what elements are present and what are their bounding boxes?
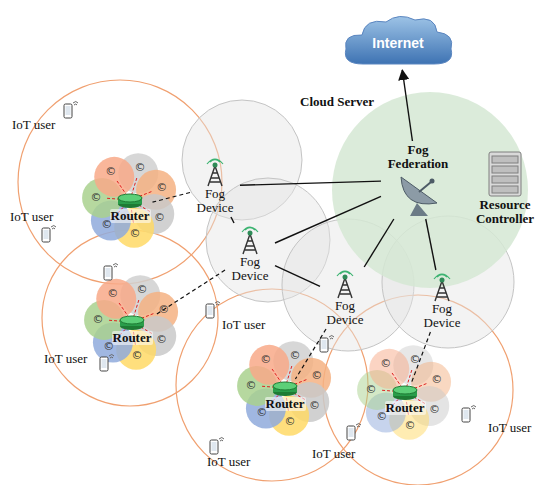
phone-icon [42, 226, 56, 243]
container-mark: © [135, 162, 146, 173]
container-mark: © [285, 416, 296, 427]
container-mark: © [132, 350, 143, 361]
fog-label: Fog Device [419, 302, 465, 330]
phone-icon [462, 406, 476, 423]
fog-link [275, 196, 381, 243]
federation-area [332, 92, 528, 288]
container-mark: © [405, 420, 416, 431]
container-petal [96, 279, 136, 319]
container-mark: © [431, 374, 442, 385]
fog-link [240, 181, 381, 185]
container-mark: © [103, 341, 114, 352]
fed-node: Fog Federation [383, 143, 453, 217]
container-mark: © [154, 212, 165, 223]
user-label: IoT user [44, 352, 87, 366]
container-mark: © [256, 407, 267, 418]
container-mark: © [410, 354, 421, 365]
container-mark: © [156, 334, 167, 345]
backhaul-link [153, 192, 191, 202]
container-petals [82, 153, 451, 439]
fog-label: Fog Device [192, 187, 238, 215]
user-label: IoT user [207, 455, 250, 469]
phone-icon [347, 424, 361, 441]
container-mark: © [309, 400, 320, 411]
container-mark: © [91, 192, 102, 203]
fed-icon [393, 171, 443, 217]
cloud-label: Internet [372, 30, 423, 50]
phone-icon [100, 355, 114, 372]
user-label: IoT user [12, 118, 55, 132]
fog-icon [332, 269, 358, 299]
fog-icon [237, 225, 263, 255]
container-mark: © [376, 411, 387, 422]
container-mark: © [105, 166, 116, 177]
container-mark: © [246, 380, 257, 391]
user-label: IoT user [312, 447, 355, 461]
fog-link [402, 70, 412, 141]
rc-label: Resource Controller [469, 198, 541, 226]
rc-node: Resource Controller [469, 150, 541, 226]
fog-link [426, 219, 436, 270]
router-node: Router [265, 381, 306, 411]
cloud-node: Internet [338, 12, 458, 68]
container-mark: © [107, 288, 118, 299]
rc-icon [487, 150, 523, 198]
fog-label: Fog Device [227, 255, 273, 283]
container-petal [94, 157, 134, 197]
router-icon [272, 381, 298, 397]
router-label: Router [112, 331, 153, 345]
container-mark: © [93, 314, 104, 325]
fog-link [275, 266, 320, 287]
user-label: IoT user [488, 421, 531, 435]
tier-label: Cloud Server [300, 95, 374, 109]
phone-icon [320, 336, 334, 353]
container-mark: © [290, 350, 301, 361]
phone-icon [64, 102, 78, 119]
router-node: Router [112, 315, 153, 345]
backhaul-link [155, 270, 226, 315]
container-mark: © [260, 354, 271, 365]
container-mark: © [137, 284, 148, 295]
container-mark: © [366, 384, 377, 395]
router-node: Router [110, 193, 151, 223]
router-node: Router [385, 385, 426, 415]
user-label: IoT user [222, 318, 265, 332]
router-label: Router [110, 209, 151, 223]
container-petal [249, 345, 289, 385]
phone-icon [206, 302, 220, 319]
container-mark: © [130, 228, 141, 239]
container-mark: © [380, 358, 391, 369]
fed-label: Fog Federation [383, 143, 453, 171]
router-icon [117, 193, 143, 209]
phone-icon [104, 264, 118, 281]
fog-node: Fog Device [419, 272, 465, 330]
container-petal [369, 349, 409, 389]
container-mark: © [158, 304, 169, 315]
router-icon [392, 385, 418, 401]
fog-node: Fog Device [322, 269, 368, 327]
router-icon [119, 315, 145, 331]
container-mark: © [101, 219, 112, 230]
fog-icon [202, 157, 228, 187]
phone-icons [42, 102, 476, 455]
fog-link [364, 219, 394, 267]
fog-node: Fog Device [192, 157, 238, 215]
router-label: Router [385, 401, 426, 415]
container-mark: © [156, 182, 167, 193]
phone-icon [210, 438, 224, 455]
fog-node: Fog Device [227, 225, 273, 283]
user-label: IoT user [10, 210, 53, 224]
fog-link [231, 217, 234, 223]
router-label: Router [265, 397, 306, 411]
container-mark: © [311, 370, 322, 381]
container-mark: © [429, 404, 440, 415]
fog-label: Fog Device [322, 299, 368, 327]
fog-icon [429, 272, 455, 302]
